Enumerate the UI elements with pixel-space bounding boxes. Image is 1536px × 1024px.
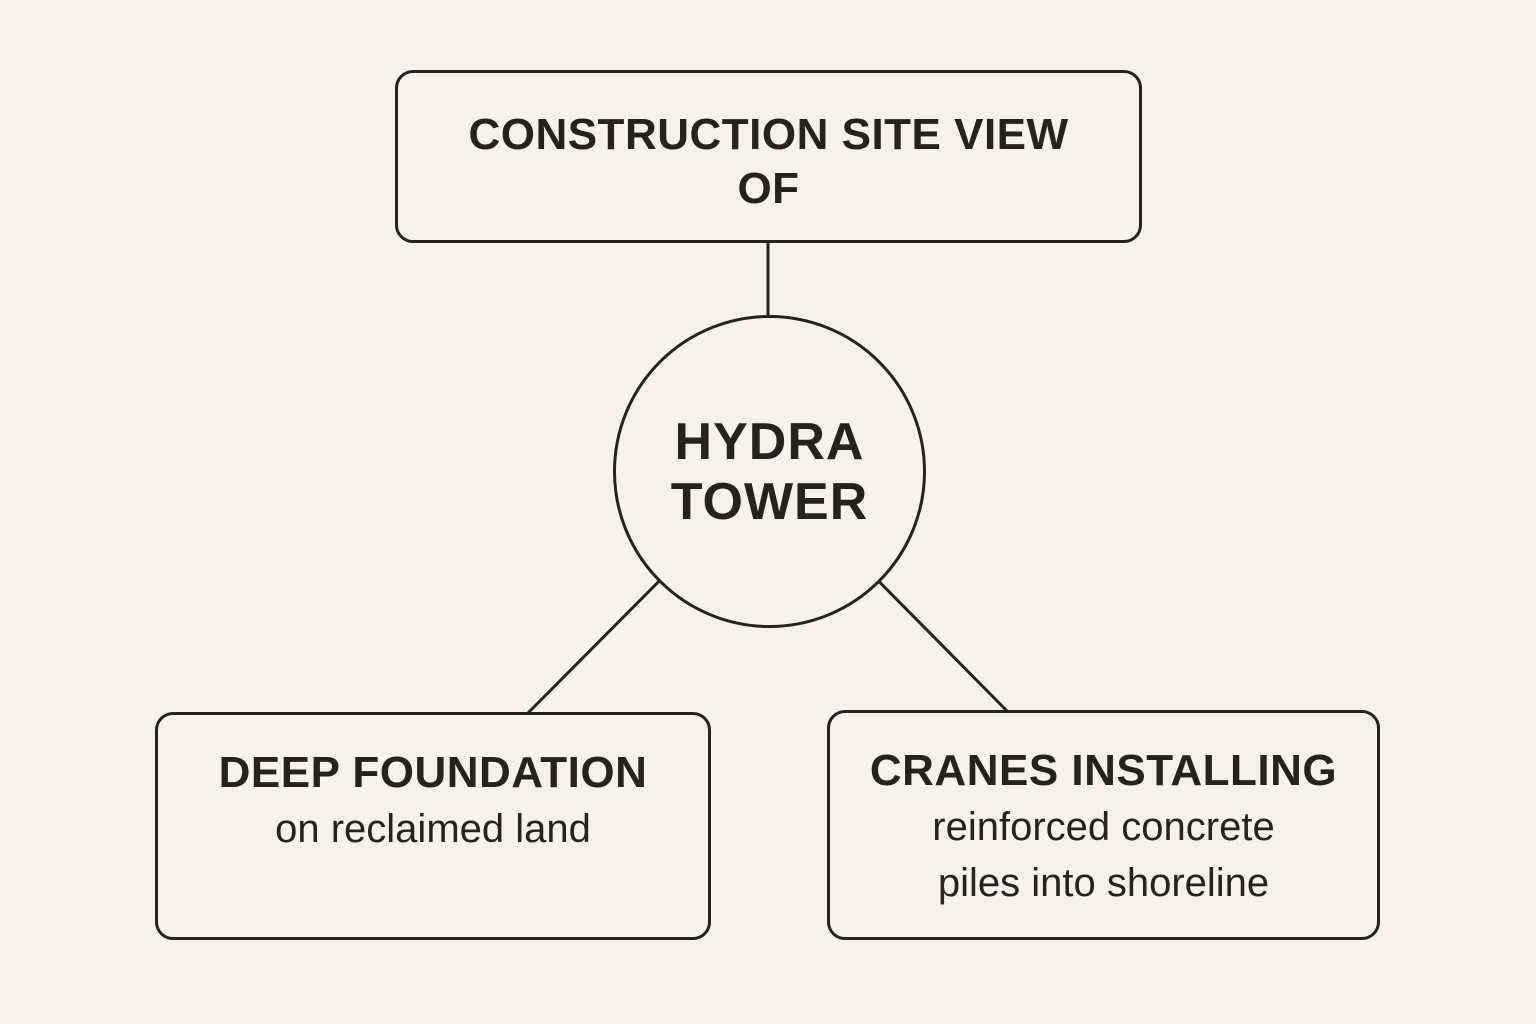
right-box-subtitle-line1: reinforced concrete — [932, 805, 1275, 849]
top-box-label-line2: OF — [737, 163, 800, 213]
right-box-subtitle: reinforced concrete piles into shoreline — [830, 799, 1377, 911]
left-box-title: DEEP FOUNDATION — [218, 748, 648, 797]
circle-label-line1: HYDRA — [674, 412, 865, 471]
top-box-label-line1: CONSTRUCTION SITE VIEW — [468, 109, 1069, 159]
right-box-title: CRANES INSTALLING — [869, 746, 1338, 795]
node-construction-site-view: CONSTRUCTION SITE VIEW OF — [395, 70, 1142, 243]
node-cranes-installing: CRANES INSTALLING reinforced concrete pi… — [827, 710, 1380, 940]
right-box-subtitle-line2: piles into shoreline — [937, 861, 1270, 905]
circle-label-line2: TOWER — [670, 472, 869, 531]
top-box-label: CONSTRUCTION SITE VIEW OF — [468, 108, 1068, 216]
left-box-subtitle-line1: on reclaimed land — [275, 807, 591, 851]
node-hydra-tower: HYDRA TOWER — [613, 315, 926, 628]
circle-label: HYDRA TOWER — [671, 412, 869, 532]
left-box-subtitle: on reclaimed land — [158, 801, 708, 857]
node-deep-foundation: DEEP FOUNDATION on reclaimed land — [155, 712, 711, 940]
